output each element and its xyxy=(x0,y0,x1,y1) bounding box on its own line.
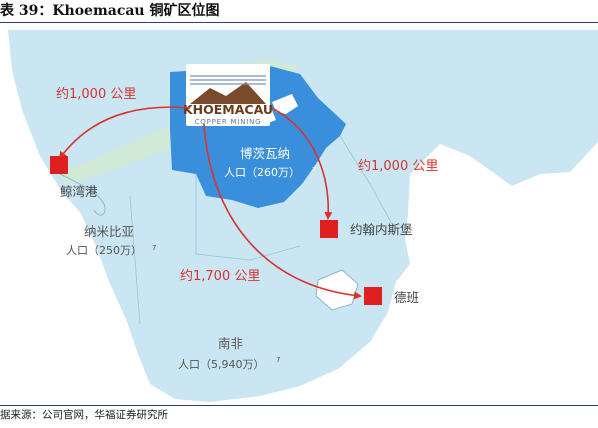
walvis-bay-marker xyxy=(50,156,68,174)
logo-name: KHOEMACAU xyxy=(183,102,273,117)
figure-source: 据来源：公司官网，华福证券研究所 xyxy=(0,409,168,421)
lesotho xyxy=(315,269,359,311)
city-johannesburg: 约翰内斯堡 xyxy=(350,222,413,237)
country-botswana-population: 人口（260万） xyxy=(224,166,300,179)
botswana-superscript: 7 xyxy=(312,166,316,174)
border-lines xyxy=(129,135,393,325)
country-south-africa-population: 人口（5,940万） xyxy=(178,358,265,371)
walvis-bay-coastline xyxy=(59,173,106,216)
khoemacau-logo xyxy=(186,64,270,126)
country-botswana-name: 博茨瓦纳 xyxy=(240,146,290,161)
title-rule xyxy=(0,22,598,23)
durban-marker xyxy=(364,287,382,305)
country-namibia-population: 人口（250万） xyxy=(66,244,142,257)
okavango-delta xyxy=(272,94,298,114)
namibia-superscript: 7 xyxy=(152,244,156,252)
country-south-africa-name: 南非 xyxy=(218,336,243,351)
route-to-durban xyxy=(203,123,362,300)
distance-walvis-bay: 约1,000 公里 xyxy=(56,87,136,102)
route-to-johannesburg xyxy=(271,107,333,220)
region-map: KHOEMACAU COPPER MINING 约1,000 公里 约1,000… xyxy=(8,30,598,402)
route-to-walvis-bay xyxy=(58,106,191,160)
distance-johannesburg: 约1,000 公里 xyxy=(358,159,438,174)
landmass xyxy=(8,30,598,402)
country-namibia-name: 纳米比亚 xyxy=(84,224,134,239)
footer-rule xyxy=(0,405,598,406)
johannesburg-marker xyxy=(320,220,338,238)
logo-tagline: COPPER MINING xyxy=(195,118,262,126)
city-walvis-bay: 鲸湾港 xyxy=(60,184,98,199)
distance-durban: 约1,700 公里 xyxy=(180,269,260,284)
figure-title: 表 39：Khoemacau 铜矿区位图 xyxy=(0,3,220,19)
south-africa-superscript: 7 xyxy=(276,356,280,364)
city-durban: 德班 xyxy=(394,290,419,305)
